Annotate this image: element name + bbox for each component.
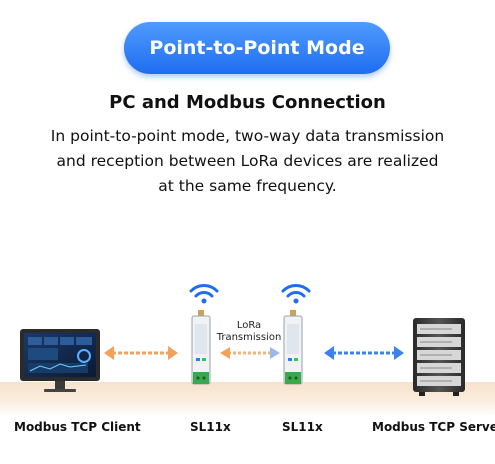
lora-label-line-1: LoRa <box>236 320 262 331</box>
point-to-point-mode-button[interactable]: Point-to-Point Mode <box>124 22 390 74</box>
description-line-3: at the same frequency. <box>158 177 337 195</box>
description-line-1: In point-to-point mode, two-way data tra… <box>50 127 445 145</box>
description: In point-to-point mode, two-way data tra… <box>20 124 475 199</box>
client-label: Modbus TCP Client <box>14 420 141 434</box>
sl11x-device-icon <box>191 310 211 385</box>
description-line-2: and reception between LoRa devices are r… <box>56 152 439 170</box>
server-rack-icon <box>413 318 465 396</box>
lora-double-arrow <box>220 347 280 359</box>
floor-band <box>0 382 495 416</box>
orange-double-arrow <box>104 346 178 360</box>
device-left-label: SL11x <box>190 420 231 434</box>
server-label: Modbus TCP Server <box>372 420 495 434</box>
blue-double-arrow <box>324 346 404 360</box>
section-subtitle: PC and Modbus Connection <box>109 92 386 113</box>
wifi-icon <box>189 284 219 304</box>
device-right-label: SL11x <box>282 420 323 434</box>
lora-transmission-label: LoRa Transmission <box>214 320 284 344</box>
lora-label-line-2: Transmission <box>216 332 282 343</box>
sl11x-device-icon <box>283 310 303 385</box>
monitor-icon <box>20 329 100 392</box>
wifi-icon <box>281 284 311 304</box>
